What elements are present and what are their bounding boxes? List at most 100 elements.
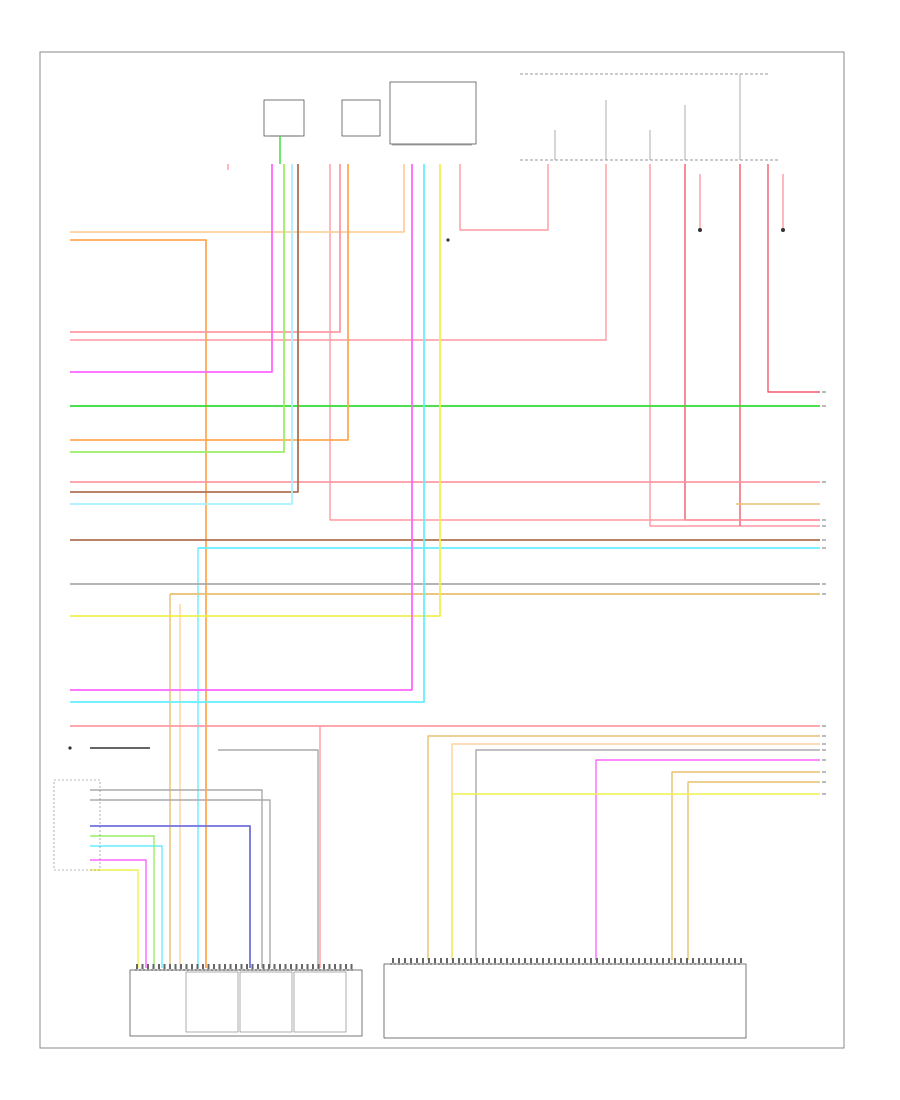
pin-bottom-left-23 [262,964,265,969]
wire-riser-27 [451,793,820,960]
wire-pink-1 [70,164,341,333]
module-bottom-left [129,969,363,1037]
pin-bottom-left-14 [213,964,215,969]
pin-bottom-right-28 [560,958,562,963]
wire-riser-20 [90,869,139,968]
pin-bottom-left-36 [334,964,336,969]
pin-bottom-right-58 [740,958,742,963]
wire-riser-18 [90,835,155,968]
pin-bottom-right-25 [542,958,544,963]
wire-riser-24 [595,759,820,960]
pin-bottom-right-51 [698,958,700,963]
pin-bottom-left-29 [295,964,298,969]
pin-bottom-left-32 [312,964,314,969]
pin-bottom-right-15 [482,958,484,963]
pin-bottom-right-9 [446,958,448,963]
pin-bottom-left-11 [196,964,199,969]
wire-yellow-1 [70,164,441,617]
pin-bottom-left-0 [136,964,138,969]
pin-bottom-left-20 [246,964,248,969]
wire-riser-16 [90,799,271,968]
pin-bottom-right-14 [476,958,478,963]
wire-riser-8 [329,164,820,521]
wire-riser-3 [684,164,820,521]
pin-bottom-right-26 [548,958,550,963]
pin-bottom-right-11 [458,958,460,963]
pin-bottom-right-7 [434,958,436,963]
wire-riser-23 [475,749,820,960]
pin-bottom-left-18 [235,964,237,969]
pin-bottom-left-9 [185,964,188,969]
pin-bottom-right-31 [578,958,580,963]
module-top-c [389,81,477,146]
pin-bottom-left-6 [169,964,171,969]
pin-bottom-right-40 [632,958,634,963]
pin-bottom-right-17 [494,958,496,963]
module-top-b [341,99,381,137]
wire-peach-1 [70,164,405,233]
wire-riser-26 [687,781,820,960]
pin-bottom-right-10 [452,958,454,963]
pin-bottom-right-55 [722,958,724,963]
wire-riser-0 [459,164,549,231]
wire-riser-2 [649,164,820,527]
pin-bottom-left-10 [191,964,193,969]
wire-cyan-2 [70,164,425,703]
pin-bottom-right-44 [656,958,658,963]
pin-bottom-right-8 [440,958,442,963]
pin-bottom-right-49 [686,958,688,963]
pin-bottom-right-5 [422,958,424,963]
pin-bottom-left-27 [284,964,287,969]
pin-bottom-right-29 [566,958,568,963]
pin-bottom-left-16 [224,964,226,969]
wire-riser-21 [427,735,820,960]
wire-layer [70,136,826,969]
wire-brown-1 [70,164,299,493]
pin-bottom-right-3 [410,958,412,963]
pin-bottom-left-25 [273,964,276,969]
pin-bottom-right-48 [680,958,682,963]
wire-riser-22 [451,743,820,960]
pin-bottom-right-21 [518,958,520,963]
pin-bottom-left-17 [229,964,232,969]
pin-bottom-right-38 [620,958,622,963]
pin-bottom-right-24 [536,958,538,963]
wire-orange-2 [70,164,349,441]
pin-bottom-left-7 [174,964,177,969]
pin-bottom-right-53 [710,958,712,963]
wire-riser-13 [218,749,319,968]
pin-bottom-right-16 [488,958,490,963]
diagram-frame [39,51,845,1049]
pin-bottom-right-20 [512,958,514,963]
wire-magenta-1 [70,164,273,373]
pin-bottom-right-36 [608,958,610,963]
pin-bottom-right-18 [500,958,502,963]
wire-riser-5 [767,164,820,393]
pin-bottom-right-54 [716,958,718,963]
pin-bottom-left-38 [345,964,347,969]
pin-bottom-left-35 [328,964,331,969]
wire-riser-1 [70,164,607,341]
pin-bottom-right-4 [416,958,418,963]
pin-bottom-left-4 [158,964,160,969]
wire-riser-17 [90,845,163,968]
wire-lightgreen-1 [70,164,285,453]
pin-bottom-left-37 [339,964,342,969]
pin-bottom-left-8 [180,964,182,969]
pin-bottom-left-19 [240,964,243,969]
pin-bottom-left-33 [317,964,320,969]
pin-bottom-right-19 [506,958,508,963]
wire-riser-15 [90,789,263,968]
switch-module [53,779,101,871]
pin-bottom-right-37 [614,958,616,963]
pin-bottom-right-39 [626,958,628,963]
pin-bottom-right-13 [470,958,472,963]
wire-magenta-2 [70,164,413,691]
pin-bottom-right-33 [590,958,592,963]
pin-bottom-left-28 [290,964,292,969]
pin-bottom-left-30 [301,964,303,969]
pin-bottom-right-35 [602,958,604,963]
pin-bottom-right-34 [596,958,598,963]
pin-bottom-right-32 [584,958,586,963]
pin-bottom-left-13 [207,964,210,969]
